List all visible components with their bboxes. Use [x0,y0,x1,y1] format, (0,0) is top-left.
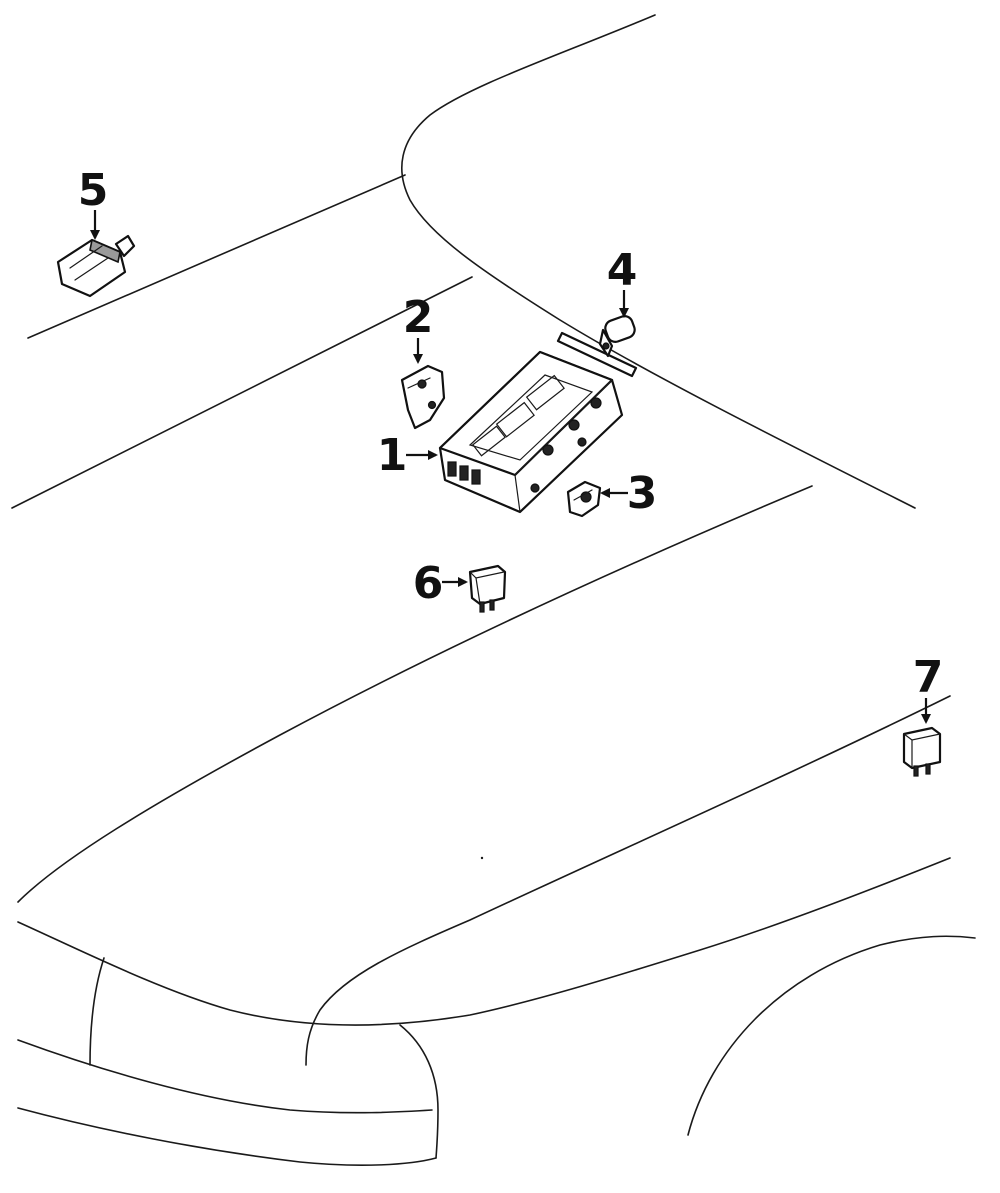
callout-6: 6 [413,558,444,609]
vehicle-outline [11,14,976,1166]
cowl-line-upper [27,174,406,339]
callout-7: 7 [913,652,944,703]
sensor-connector[interactable] [566,480,602,518]
relay-2[interactable] [902,726,942,777]
callout-2: 2 [403,292,434,343]
callout-1: 1 [377,430,408,481]
control-module[interactable] [438,350,624,514]
wheel-arch [687,935,976,1136]
dot-mark [480,856,484,860]
callout-3: 3 [627,468,658,519]
hood-front-edge [17,857,951,1026]
headlamp-lower [17,1107,437,1166]
bracket[interactable] [400,364,446,430]
headlamp-upper [17,1039,433,1114]
relay[interactable] [468,564,507,613]
hood-rear-edge [17,485,813,903]
sensor[interactable] [556,314,638,378]
fender-top-line [305,695,951,1066]
headlamp-left-edge [89,957,105,1066]
callout-5: 5 [78,165,109,216]
headlamp-right-edge [399,1024,439,1159]
cowl-line-middle [11,276,473,509]
sensor-plug[interactable] [56,234,136,298]
callout-4: 4 [607,245,638,296]
roof-line [401,14,916,509]
callout-labels: 5 2 4 1 3 6 7 [78,165,944,703]
callout-arrows [90,210,931,724]
